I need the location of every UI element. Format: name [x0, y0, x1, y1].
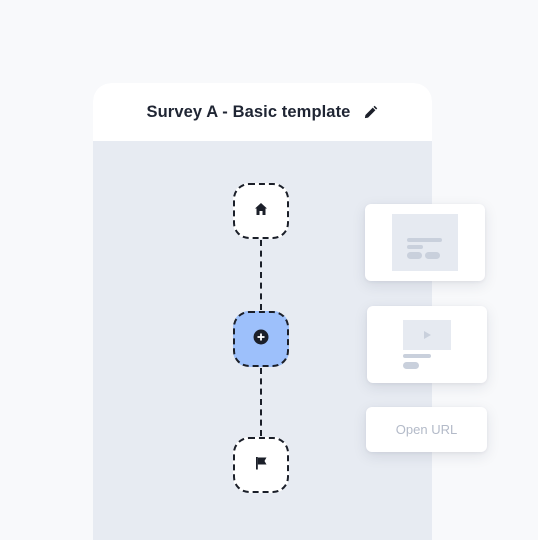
- video-play-icon: [403, 320, 451, 350]
- survey-title: Survey A - Basic template: [146, 102, 351, 121]
- start-node[interactable]: [233, 183, 289, 239]
- button-placeholder: [403, 362, 419, 369]
- video-block-option[interactable]: [367, 306, 487, 383]
- flow-connector: [260, 368, 262, 436]
- survey-header: Survey A - Basic template: [93, 83, 432, 141]
- pencil-icon[interactable]: [362, 104, 378, 120]
- plus-circle-icon: [253, 329, 269, 350]
- flag-icon: [254, 456, 268, 475]
- text-layout-icon: [392, 214, 458, 271]
- flow-connector: [260, 240, 262, 310]
- caption-placeholder: [403, 354, 431, 358]
- home-icon: [254, 202, 268, 221]
- open-url-label: Open URL: [395, 422, 458, 437]
- open-url-option[interactable]: Open URL: [366, 407, 487, 452]
- text-block-option[interactable]: [365, 204, 485, 281]
- add-step-node[interactable]: [233, 311, 289, 367]
- end-node[interactable]: [233, 437, 289, 493]
